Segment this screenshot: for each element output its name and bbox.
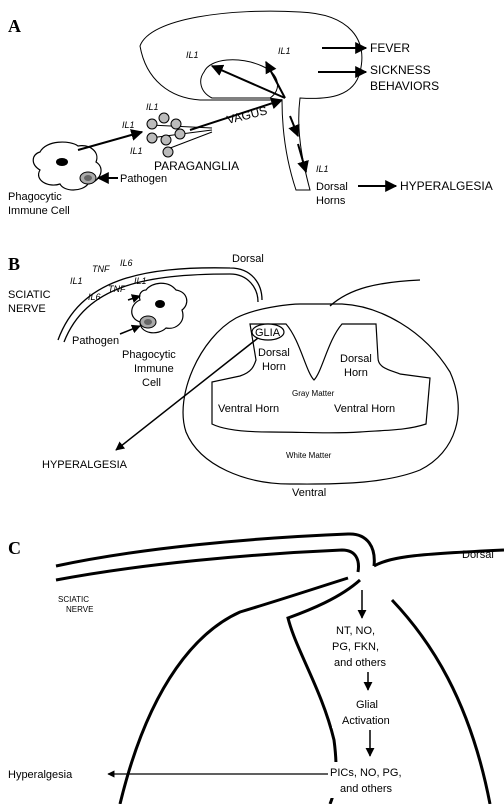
cell-b-arrow-up — [128, 296, 140, 300]
glial-label-1: Glial — [356, 699, 378, 711]
panel-b: B Dorsal SCIATIC NERVE IL1 TNF IL6 IL6 T… — [8, 253, 458, 499]
box3-line2: and others — [340, 783, 392, 795]
sciatic-nerve-c-inner — [56, 550, 358, 580]
sickness-label-2: BEHAVIORS — [370, 79, 439, 93]
hyperalgesia-label-b: HYPERALGESIA — [42, 459, 128, 471]
gray-matter-outline — [212, 324, 430, 433]
il1-label-b2: IL1 — [134, 276, 147, 286]
ventral-horn-left: Ventral Horn — [218, 403, 279, 415]
dorsal-root-right — [330, 280, 420, 306]
ventral-horn-right: Ventral Horn — [334, 403, 395, 415]
pathogen-label-a: Pathogen — [120, 173, 167, 185]
tnf-label-b2: TNF — [108, 284, 126, 294]
panel-c-label: C — [8, 538, 21, 558]
il6-label-b1: IL6 — [120, 258, 133, 268]
il1-label-a4: IL1 — [122, 120, 135, 130]
pathogen-a-inner — [84, 175, 92, 181]
white-matter-label: White Matter — [286, 451, 332, 460]
il6-label-b2: IL6 — [88, 292, 101, 302]
ventral-label-b: Ventral — [292, 487, 326, 499]
panel-a-label: A — [8, 16, 21, 36]
immune-cell-b-nucleus — [155, 300, 165, 308]
dorsal-label-b: Dorsal — [232, 253, 264, 265]
immune-cell-b — [132, 283, 187, 333]
il1-label-a5: IL1 — [130, 146, 143, 156]
il1-label-a6: IL1 — [316, 164, 329, 174]
hyperalgesia-label-a: HYPERALGESIA — [400, 179, 493, 193]
paraganglia-cells — [147, 113, 185, 157]
pathogen-b-inner — [144, 319, 152, 325]
descending-arrow-2 — [298, 144, 306, 172]
panel-c: C Dorsal SCIATIC NERVE NT, NO, PG, FKN, … — [8, 534, 504, 804]
phagocytic-label-b1: Phagocytic — [122, 349, 176, 361]
il1-label-a3: IL1 — [146, 102, 159, 112]
glial-label-2: Activation — [342, 715, 390, 727]
gray-matter-wall-c — [120, 578, 348, 804]
descending-arrow-1 — [290, 116, 298, 136]
tnf-label-b1: TNF — [92, 264, 110, 274]
phagocytic-label-b2: Immune — [134, 363, 174, 375]
dorsal-horn-right-2: Horn — [344, 367, 368, 379]
box3-line1: PICs, NO, PG, — [330, 767, 402, 779]
sciatic-label-b1: SCIATIC — [8, 289, 51, 301]
panel-a: A IL1 IL1 FEVER SICKNESS BEHAVIORS VAGUS — [8, 11, 493, 217]
dorsal-horn-right-1: Dorsal — [340, 353, 372, 365]
box1-line3: and others — [334, 657, 386, 669]
pathogen-label-b: Pathogen — [72, 335, 119, 347]
vagus-label: VAGUS — [225, 103, 268, 127]
il1-label-a1: IL1 — [186, 50, 199, 60]
box1-line2: PG, FKN, — [332, 641, 379, 653]
immune-cell-a-nucleus — [56, 158, 68, 166]
hyperalgesia-label-c: Hyperalgesia — [8, 769, 73, 781]
phagocytic-label-a1: Phagocytic — [8, 191, 62, 203]
paraganglia-label: PARAGANGLIA — [154, 159, 239, 173]
sciatic-label-b2: NERVE — [8, 303, 46, 315]
il1-label-b1: IL1 — [70, 276, 83, 286]
dorsal-horn-left-1: Dorsal — [258, 347, 290, 359]
dorsal-label-c: Dorsal — [462, 549, 494, 561]
brain-arrow-left — [212, 66, 285, 98]
gray-matter-label: Gray Matter — [292, 389, 335, 398]
phagocytic-label-b3: Cell — [142, 377, 161, 389]
phagocytic-label-a2: Immune Cell — [8, 205, 70, 217]
pathogen-b-pointer — [120, 326, 140, 334]
panel-b-label: B — [8, 254, 20, 274]
dorsal-horns-label-2: Horns — [316, 195, 346, 207]
sickness-label-1: SICKNESS — [370, 63, 431, 77]
dorsal-horns-label-1: Dorsal — [316, 181, 348, 193]
fever-label: FEVER — [370, 41, 410, 55]
sciatic-label-c2: NERVE — [66, 605, 93, 614]
il1-label-a2: IL1 — [278, 46, 291, 56]
glia-label: GLIA — [255, 327, 281, 339]
box1-line1: NT, NO, — [336, 625, 375, 637]
dorsal-horn-left-2: Horn — [262, 361, 286, 373]
sciatic-label-c1: SCIATIC — [58, 595, 89, 604]
